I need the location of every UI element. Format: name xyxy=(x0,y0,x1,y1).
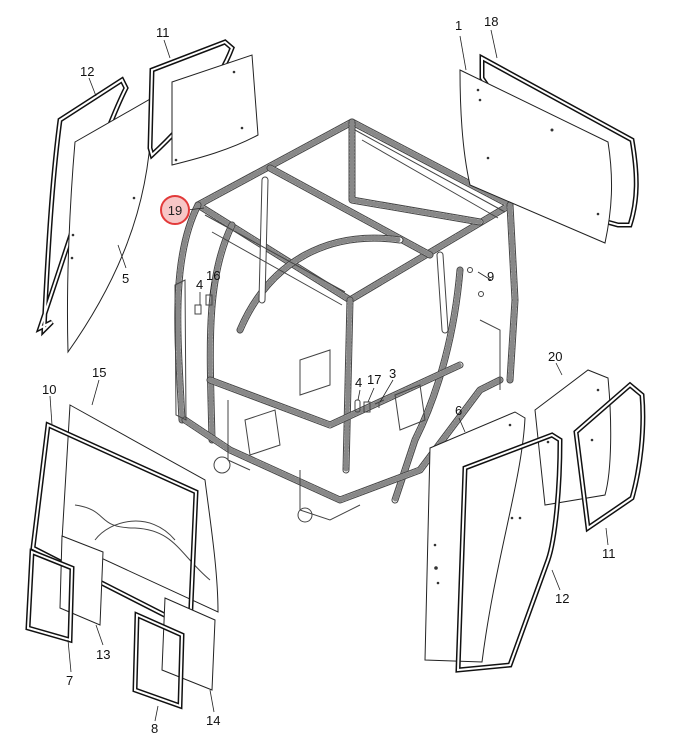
callout-17: 17 xyxy=(367,372,381,387)
callout-12-top: 12 xyxy=(80,64,94,79)
cab-frame xyxy=(174,118,519,523)
callout-5: 5 xyxy=(122,271,129,286)
glass-14 xyxy=(161,597,216,691)
callout-20: 20 xyxy=(548,349,562,364)
part-17 xyxy=(363,401,371,413)
part-16 xyxy=(205,294,213,306)
callout-14: 14 xyxy=(206,713,220,728)
callout-11-door: 11 xyxy=(602,546,616,561)
small-parts xyxy=(194,267,484,413)
callout-6: 6 xyxy=(455,403,462,418)
part-3 xyxy=(374,399,385,408)
glass-13 xyxy=(59,535,104,626)
callout-labels: 1 18 11 12 5 4 16 9 10 15 13 7 8 14 4 17… xyxy=(42,14,616,736)
door-glass-group xyxy=(424,369,646,673)
callout-10: 10 xyxy=(42,382,56,397)
front-window-group xyxy=(25,404,219,710)
glass-15-windscreen xyxy=(61,404,219,613)
glass-1-rear xyxy=(459,69,613,244)
callout-9: 9 xyxy=(487,269,494,284)
callout-4-upper: 4 xyxy=(196,277,203,292)
leader-lines xyxy=(49,29,609,722)
glass-20 xyxy=(534,369,612,506)
part-4-upper xyxy=(194,304,202,315)
callout-4-lower: 4 xyxy=(355,375,362,390)
callout-16: 16 xyxy=(206,268,220,283)
rear-window-group xyxy=(459,53,639,244)
callout-12-door: 12 xyxy=(555,591,569,606)
glass-19 xyxy=(171,54,259,166)
callout-11-top: 11 xyxy=(156,25,170,40)
part-4-lower xyxy=(354,399,361,413)
callout-13: 13 xyxy=(96,647,110,662)
callout-18: 18 xyxy=(484,14,498,29)
callout-7: 7 xyxy=(66,673,73,688)
callout-19-label: 19 xyxy=(168,203,182,218)
part-9-a xyxy=(467,267,473,273)
part-9-b xyxy=(478,291,484,297)
callout-8: 8 xyxy=(151,721,158,736)
callout-1: 1 xyxy=(455,18,462,33)
highlight-callout-19[interactable]: 19 xyxy=(160,195,190,225)
callout-15: 15 xyxy=(92,365,106,380)
left-rear-glass-group xyxy=(35,39,259,354)
glass-5 xyxy=(66,97,153,354)
callout-3: 3 xyxy=(389,366,396,381)
glass-6-door xyxy=(424,411,526,663)
